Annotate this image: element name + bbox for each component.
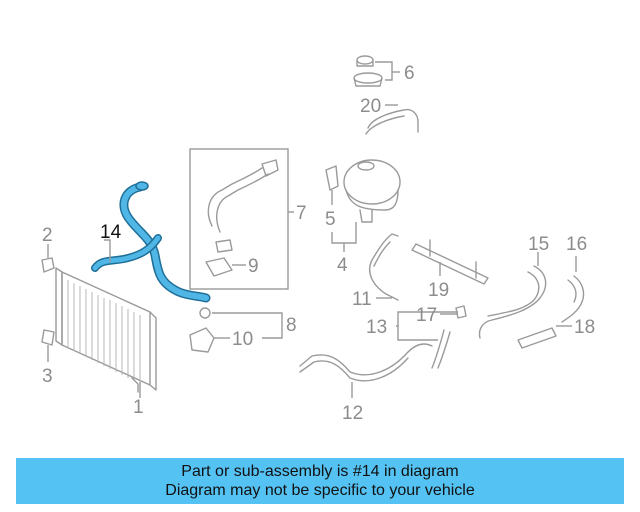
leader-13	[396, 311, 458, 327]
harness-12	[299, 343, 433, 376]
part-18	[517, 327, 557, 349]
callout-8: 8	[286, 315, 297, 336]
leader-14	[104, 239, 111, 262]
hose-14	[91, 181, 211, 303]
hose-15	[478, 265, 547, 339]
callout-16: 16	[566, 234, 587, 255]
callout-3: 3	[42, 366, 53, 387]
hose-7	[207, 167, 263, 227]
leader-6	[375, 61, 393, 81]
callout-1: 1	[133, 397, 144, 418]
flange-10	[189, 327, 215, 353]
leader-4	[331, 222, 357, 244]
cap-6	[353, 55, 383, 87]
callout-17: 17	[416, 305, 437, 326]
radiator	[55, 267, 157, 393]
callout-5: 5	[325, 209, 336, 230]
callout-9: 9	[248, 256, 259, 277]
callout-15: 15	[528, 234, 549, 255]
clip-2	[41, 257, 55, 273]
callout-12: 12	[342, 403, 363, 424]
clip-17	[455, 305, 467, 319]
hose-11	[368, 233, 399, 301]
bracket-5	[325, 165, 339, 191]
fitting-9	[205, 257, 233, 277]
callout-19: 19	[428, 280, 449, 301]
callout-6: 6	[404, 63, 415, 84]
box-7	[189, 148, 289, 290]
callout-2: 2	[42, 225, 53, 246]
callout-7: 7	[296, 203, 307, 224]
info-banner: Part or sub-assembly is #14 in diagram D…	[16, 458, 624, 504]
callout-11: 11	[352, 289, 372, 310]
reservoir	[343, 159, 401, 223]
hose-20	[367, 108, 419, 133]
callout-13: 13	[366, 317, 387, 338]
callout-14: 14	[100, 222, 122, 243]
clip-3	[41, 329, 55, 346]
parts-diagram: 1 2 3 14 7 9 8 10 6 20	[41, 55, 595, 424]
bracket-19	[411, 243, 489, 285]
hose-16	[561, 275, 585, 323]
banner-line-1: Part or sub-assembly is #14 in diagram	[181, 463, 459, 480]
banner-line-2: Diagram may not be specific to your vehi…	[165, 482, 475, 499]
callout-10: 10	[232, 329, 253, 350]
leader-8	[212, 312, 283, 339]
callout-4: 4	[337, 255, 348, 276]
callout-20: 20	[360, 96, 381, 117]
callout-18: 18	[574, 317, 595, 338]
